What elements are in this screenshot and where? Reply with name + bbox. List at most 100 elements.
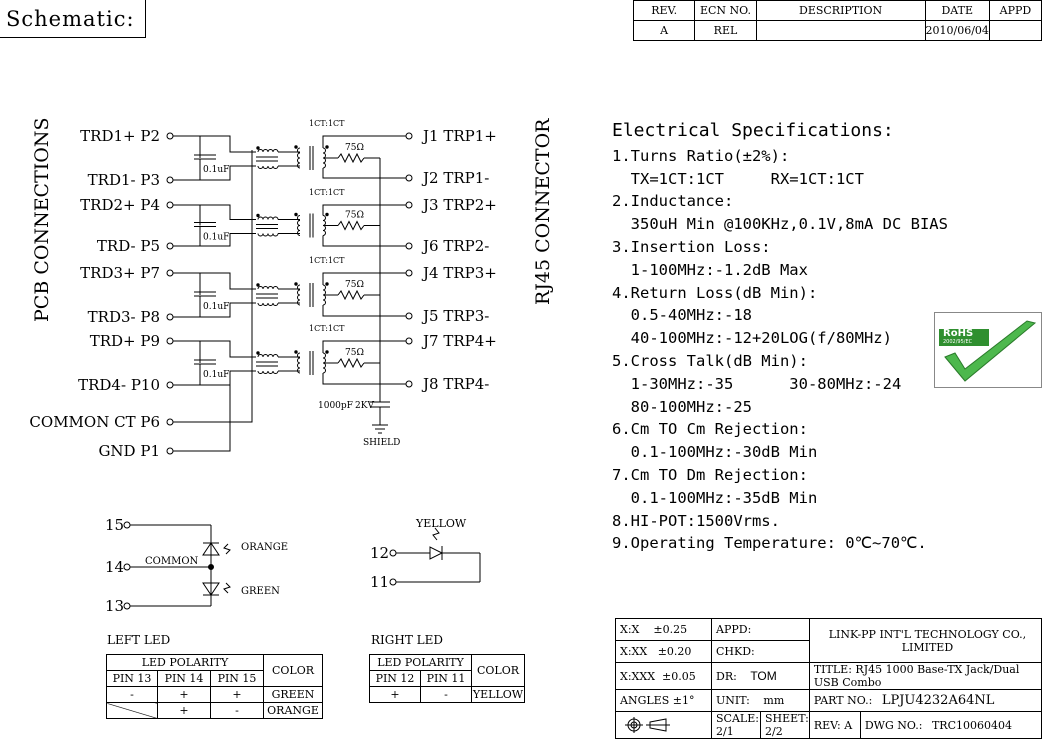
table-cell-crossed [106, 702, 158, 719]
left-pin-label: GND P1 [98, 442, 160, 460]
right-pin-label: J1 TRP1+ [421, 127, 497, 145]
spec-line: 6.Cm TO Cm Rejection: [612, 420, 808, 439]
spec-line: 0.5-40MHz:-18 [612, 306, 752, 325]
unit-value: mm [763, 694, 785, 707]
right-led-polarity-header: LED POLARITY [369, 654, 472, 671]
spec-line: 8.HI-POT:1500Vrms. [612, 511, 780, 530]
right-led-color-header: COLOR [471, 654, 525, 687]
rev-label: REV: [813, 718, 841, 732]
left-pin-label: COMMON CT P6 [29, 413, 160, 431]
left-pin-terminal [166, 447, 174, 455]
company-name: LINK-PP INT'L TECHNOLOGY CO., LIMITED [808, 618, 1042, 663]
spec-line: 1-100MHz:-1.2dB Max [612, 260, 808, 279]
channel-1 [173, 135, 406, 181]
part-number-label: PART NO.: [813, 694, 873, 707]
ecn-header: ECN NO. [694, 0, 757, 21]
right-led-row-yellow: + - YELLOW [369, 686, 525, 703]
rohs-logo: RoHS 2002/95/EC [934, 312, 1042, 388]
spec-line: 7.Cm TO Dm Rejection: [612, 465, 808, 484]
table-cell: + [210, 686, 264, 703]
channel-2 [173, 204, 406, 247]
tol-xx: X:XX ±0.20 [615, 640, 712, 663]
resistor-label: 75Ω [345, 348, 364, 358]
sheet-label: SHEET: [765, 712, 809, 725]
left-pin-terminal [166, 269, 174, 277]
shield-capacitor [370, 384, 390, 434]
angles-tolerance: ANGLES ±1° [615, 689, 712, 712]
title-block: X:X ±0.25 APPD: LINK-PP INT'L TECHNOLOGY… [615, 618, 1042, 739]
spec-line: 0.1-100MHz:-35dB Min [612, 488, 818, 507]
left-led-pin-15: 15 [105, 516, 124, 534]
spec-line: 1-30MHz:-35 30-80MHz:-24 [612, 374, 902, 393]
sheet-value: 2/2 [765, 725, 783, 738]
left-led-circuit [123, 521, 231, 610]
tol-x: X:X ±0.25 [615, 618, 712, 641]
left-led-caption: LEFT LED [107, 633, 170, 647]
left-pin-terminal [166, 242, 174, 250]
right-led-table: LED POLARITY COLOR PIN 12 PIN 11 + - YEL… [369, 654, 525, 703]
spec-line: 2.Inductance: [612, 192, 734, 211]
appd-value [988, 20, 1042, 41]
left-led-common-label: COMMON [145, 556, 199, 567]
appd-field: APPD: [711, 618, 810, 641]
left-pin-label: TRD+ P9 [90, 332, 160, 350]
projection-symbol-cell [615, 711, 712, 739]
rohs-logo-text: RoHS [943, 328, 974, 339]
drawing-number-field: DWG NO.: TRC10060404 [859, 711, 1042, 739]
spec-line: 1.Turns Ratio(±2%): [612, 146, 790, 165]
table-cell: + [157, 702, 211, 719]
drawn-by-value: TOM [750, 669, 777, 683]
resistor-label: 75Ω [345, 143, 364, 153]
tol-xxx: X:XXX ±0.05 [615, 662, 712, 690]
right-pin-terminal [405, 380, 413, 388]
right-pin-label: J5 TRP3- [421, 307, 489, 325]
right-pin-label: J3 TRP2+ [421, 196, 497, 214]
drawn-by-field: DR: TOM [711, 662, 810, 690]
spec-line: 3.Insertion Loss: [612, 237, 771, 256]
pcb-connections-label: PCB CONNECTIONS [31, 118, 53, 323]
spec-line: 4.Return Loss(dB Min): [612, 283, 818, 302]
left-pin-terminal [166, 381, 174, 389]
spec-line: 80-100MHz:-25 [612, 397, 752, 416]
table-cell-color: GREEN [263, 686, 323, 703]
right-led-caption: RIGHT LED [371, 633, 443, 647]
left-led-table: LED POLARITY COLOR PIN 13 PIN 14 PIN 15 … [106, 654, 323, 719]
left-led-col-pin13: PIN 13 [106, 670, 158, 687]
table-cell: - [420, 686, 472, 703]
right-pin-terminal [405, 201, 413, 209]
turns-ratio-label: 1CT:1CT [309, 119, 345, 128]
rohs-logo-sub: 2002/95/EC [943, 339, 973, 345]
chkd-field: CHKD: [711, 640, 810, 663]
right-pin-terminal [405, 242, 413, 250]
channel-3 [173, 272, 406, 318]
revision-header-row: REV. ECN NO. DESCRIPTION DATE APPD [632, 0, 1042, 21]
right-led-pin-12: 12 [370, 544, 389, 562]
revision-row: A REL 2010/06/04 [632, 20, 1042, 41]
right-pin-label: J4 TRP3+ [421, 264, 497, 282]
right-pin-label: J7 TRP4+ [421, 332, 497, 350]
spec-line: TX=1CT:1CT RX=1CT:1CT [612, 169, 864, 188]
title-field: TITLE: RJ45 1000 Base-TX Jack/Dual USB C… [808, 662, 1042, 690]
turns-ratio-label: 1CT:1CT [309, 324, 345, 333]
schematic-diagram: PCB CONNECTIONS RJ45 CONNECTOR TRD1+ P2T… [29, 118, 554, 648]
common-wiring [173, 150, 381, 452]
resistor-label: 75Ω [345, 280, 364, 290]
drawn-by-label: DR: [716, 670, 737, 683]
scale-value: 2/1 [716, 725, 734, 738]
left-pin-label: TRD2+ P4 [80, 196, 160, 214]
right-pin-terminal [405, 269, 413, 277]
spec-line: 40-100MHz:-12+20LOG(f/80MHz) [612, 329, 892, 348]
left-led-col-pin14: PIN 14 [157, 670, 211, 687]
cap-label: 0.1uF [203, 165, 229, 175]
rev-header: REV. [632, 0, 696, 21]
cap-label: 0.1uF [203, 302, 229, 312]
cap-label: 0.1uF [203, 370, 229, 380]
shield-label: SHIELD [363, 438, 400, 448]
right-pin-label: J8 TRP4- [421, 375, 489, 393]
spec-lines: 1.Turns Ratio(±2%): TX=1CT:1CT RX=1CT:1C… [612, 145, 948, 555]
left-pin-label: TRD- P5 [97, 237, 160, 255]
rohs-check-icon [935, 313, 1041, 387]
spec-title: Electrical Specifications: [612, 120, 894, 141]
part-number-field: PART NO.: LPJU4232A64NL [808, 689, 1042, 712]
